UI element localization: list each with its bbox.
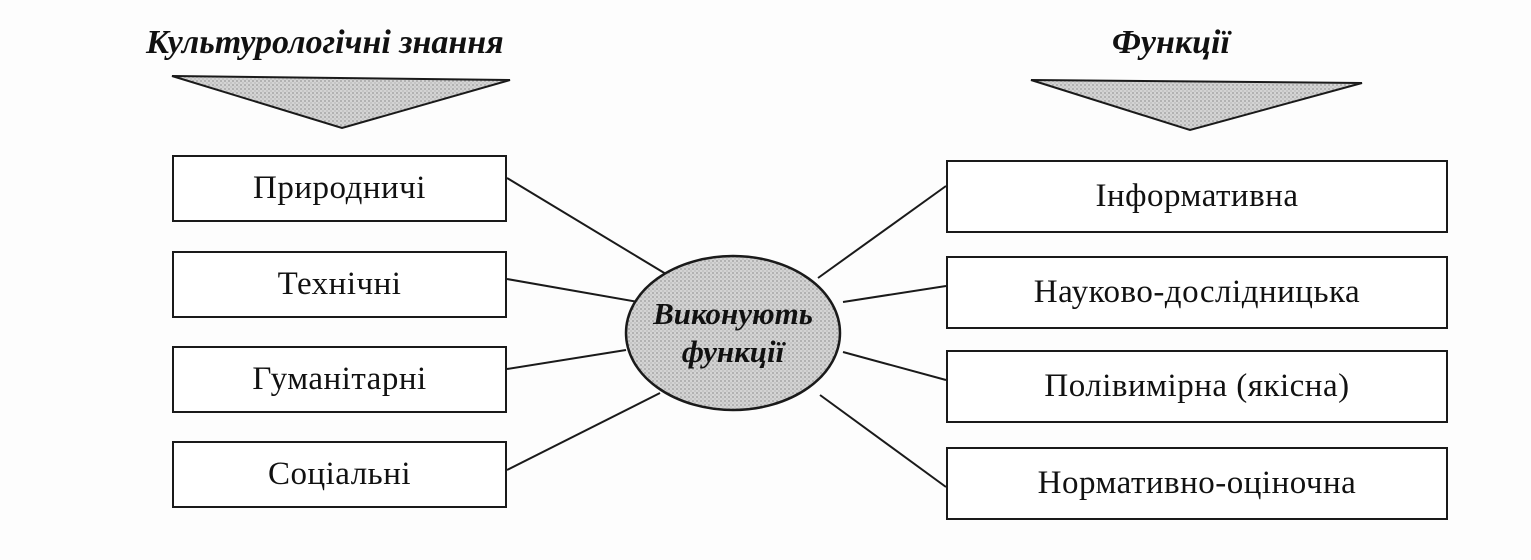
knowledge-heading: Культурологічні знання xyxy=(146,24,504,61)
center-label-line-2: функції xyxy=(681,334,785,369)
knowledge-box-social: Соціальні xyxy=(172,441,507,508)
center-label-line-1: Виконують xyxy=(653,296,813,331)
center-ellipse xyxy=(624,254,842,412)
knowledge-label: Природничі xyxy=(253,170,426,206)
knowledge-box-technical: Технічні xyxy=(172,251,507,318)
connector-left-3 xyxy=(506,349,627,370)
connector-right-2 xyxy=(842,285,947,303)
knowledge-box-humanities: Гуманітарні xyxy=(172,346,507,413)
function-label: Науково-дослідницька xyxy=(1033,274,1361,310)
function-label: Інформативна xyxy=(1095,178,1299,214)
functions-heading: Функції xyxy=(1112,24,1230,61)
function-box-research: Науково-дослідницька xyxy=(946,256,1448,329)
function-box-informative: Інформативна xyxy=(946,160,1448,233)
function-box-normative: Нормативно-оціночна xyxy=(946,447,1448,520)
function-label: Полівимірна (якісна) xyxy=(1044,368,1350,404)
function-box-multidimensional: Полівимірна (якісна) xyxy=(946,350,1448,423)
connector-left-4 xyxy=(506,392,661,471)
knowledge-box-natural: Природничі xyxy=(172,155,507,222)
center-label: Виконують функції xyxy=(625,255,841,411)
connector-left-1 xyxy=(506,177,667,275)
connector-right-4 xyxy=(819,394,947,488)
connector-right-1 xyxy=(817,185,947,279)
right-heading-arrow xyxy=(1030,79,1363,132)
function-label: Нормативно-оціночна xyxy=(1037,465,1357,501)
knowledge-label: Соціальні xyxy=(267,456,412,492)
knowledge-label: Гуманітарні xyxy=(252,361,427,397)
left-heading-arrow xyxy=(171,75,511,130)
connector-right-3 xyxy=(842,351,947,381)
knowledge-label: Технічні xyxy=(277,266,402,302)
connector-left-2 xyxy=(506,278,639,303)
